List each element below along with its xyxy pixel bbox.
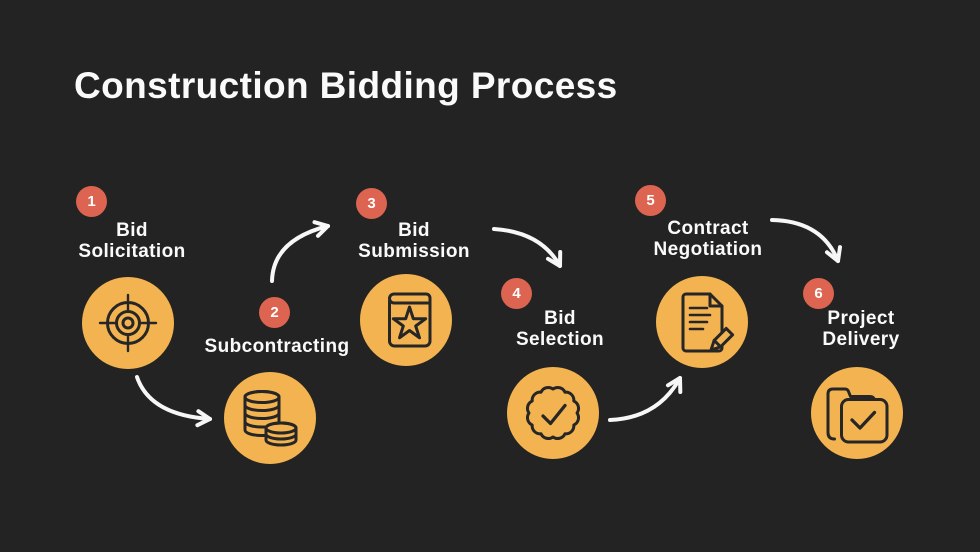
step-3-label: Bid Submission: [358, 220, 470, 262]
step-5-number: 5: [646, 192, 655, 209]
badge-check-icon: [507, 367, 599, 459]
step-5-label: Contract Negotiation: [653, 218, 763, 260]
page-title: Construction Bidding Process: [74, 65, 618, 106]
step-1-number-badge: 1: [76, 186, 107, 217]
step-6-label: Project Delivery: [822, 308, 900, 350]
step-2-icon-circle: [224, 372, 316, 464]
arrow-step2-to-step3: [270, 220, 330, 283]
step-4-label: Bid Selection: [515, 308, 605, 350]
step-4-number-badge: 4: [501, 278, 532, 309]
arrow-step3-to-step4: [492, 227, 563, 268]
arrow-step1-to-step2: [135, 375, 212, 428]
step-4-number: 4: [512, 285, 521, 302]
step-2-label: Subcontracting: [204, 336, 350, 357]
step-6-icon-circle: [811, 367, 903, 459]
step-1-icon-circle: [82, 277, 174, 369]
step-2-number: 2: [270, 304, 279, 321]
contract-pencil-icon: [656, 276, 748, 368]
step-4-icon-circle: [507, 367, 599, 459]
step-3-number-badge: 3: [356, 188, 387, 219]
folder-check-icon: [811, 367, 903, 459]
arrow-step5-to-step6: [770, 218, 842, 263]
step-3-number: 3: [367, 195, 376, 212]
step-1-number: 1: [87, 193, 96, 210]
step-6-number-badge: 6: [803, 278, 834, 309]
target-icon: [82, 277, 174, 369]
arrow-step4-to-step5: [608, 376, 683, 422]
step-2-number-badge: 2: [259, 297, 290, 328]
step-6-number: 6: [814, 285, 823, 302]
book-star-icon: [360, 274, 452, 366]
step-5-icon-circle: [656, 276, 748, 368]
step-1-label: Bid Solicitation: [78, 220, 186, 262]
coins-icon: [224, 372, 316, 464]
step-5-number-badge: 5: [635, 185, 666, 216]
step-3-icon-circle: [360, 274, 452, 366]
